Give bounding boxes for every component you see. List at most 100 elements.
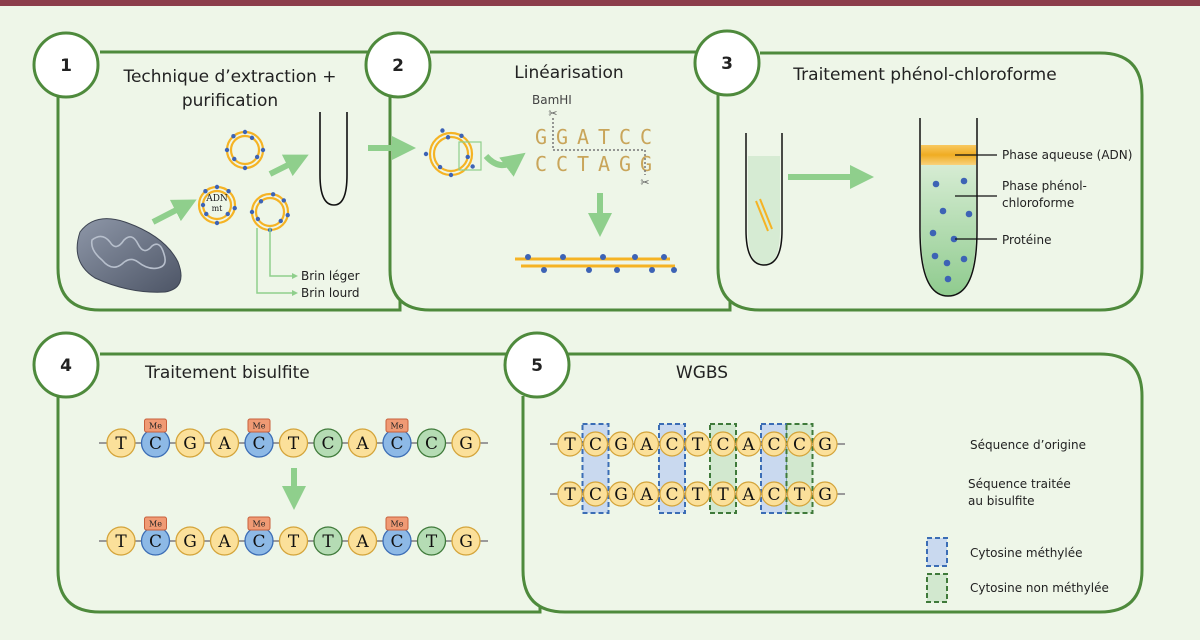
nucleotide-letter: T bbox=[692, 485, 704, 505]
phenol-phase-label-line-1: Phase phénol- bbox=[1002, 179, 1087, 193]
svg-text:Me: Me bbox=[391, 422, 404, 431]
dna-dot bbox=[285, 212, 290, 218]
panel-4-title: Traitement bisulfite bbox=[144, 363, 310, 383]
protein-dot bbox=[931, 252, 939, 260]
methyl-tag: Me bbox=[247, 516, 271, 531]
svg-text:Me: Me bbox=[149, 520, 162, 529]
protein-label: Protéine bbox=[1002, 233, 1051, 247]
separated-tube-icon bbox=[919, 118, 978, 297]
step-badge-2: 2 bbox=[364, 31, 432, 99]
bamhi-top-base: T bbox=[598, 125, 610, 149]
nucleotide: T bbox=[557, 481, 583, 507]
dna-dot bbox=[255, 216, 261, 222]
nucleotide-letter: A bbox=[217, 434, 231, 454]
panel-5 bbox=[521, 352, 1144, 614]
nucleotide: G bbox=[175, 526, 205, 556]
linearized-dna bbox=[515, 254, 677, 273]
dna-dot bbox=[586, 267, 592, 273]
enzyme-label: BamHI bbox=[532, 93, 572, 107]
panel-3-title: Traitement phénol-chloroforme bbox=[792, 65, 1056, 85]
step-number-4: 4 bbox=[60, 356, 72, 376]
nucleotide-letter: G bbox=[818, 485, 832, 505]
panel-2-title: Linéarisation bbox=[514, 63, 623, 83]
nucleotide: G bbox=[608, 481, 634, 507]
nucleotide-letter: T bbox=[794, 485, 806, 505]
dna-dot bbox=[232, 205, 237, 211]
nucleotide-letter: C bbox=[390, 434, 403, 454]
nucleotide-letter: G bbox=[818, 435, 832, 455]
dna-dot bbox=[260, 147, 266, 153]
nucleotide-letter: T bbox=[322, 532, 334, 552]
dna-dot bbox=[649, 267, 655, 273]
dna-dot bbox=[258, 199, 264, 204]
treated-sequence-label-line-1: Séquence traitée bbox=[968, 477, 1071, 491]
nucleotide-letter: C bbox=[589, 435, 602, 455]
dna-dot bbox=[600, 254, 606, 260]
aqueous-phase bbox=[921, 145, 976, 165]
nucleotide-letter: G bbox=[183, 434, 197, 454]
mtdna-label-line-1: ADN bbox=[205, 194, 228, 204]
scissors-icon: ✂ bbox=[548, 107, 557, 120]
nucleotide-letter: A bbox=[639, 435, 653, 455]
nucleotide-letter: G bbox=[459, 434, 473, 454]
nucleotide-letter: A bbox=[639, 485, 653, 505]
nucleotide: T bbox=[710, 481, 736, 507]
protein-dot bbox=[939, 207, 947, 215]
dna-dot bbox=[249, 209, 255, 215]
nucleotide: T bbox=[278, 526, 309, 556]
legend-swatch-methylated bbox=[926, 537, 948, 567]
nucleotide: CMe bbox=[140, 418, 171, 458]
dna-dot bbox=[525, 254, 531, 260]
dna-dot bbox=[440, 128, 445, 133]
nucleotide-letter: C bbox=[252, 434, 265, 454]
bamhi-bottom-base: G bbox=[619, 152, 631, 176]
svg-text:Me: Me bbox=[391, 520, 404, 529]
protein-dot bbox=[944, 275, 952, 283]
nucleotide-letter: T bbox=[115, 532, 127, 552]
dna-dot bbox=[470, 164, 475, 169]
dna-dot bbox=[614, 267, 620, 273]
nucleotide: CMe bbox=[140, 516, 171, 556]
nucleotide-letter: G bbox=[459, 532, 473, 552]
dna-dot bbox=[270, 192, 276, 197]
curved-arrow-to-sequence bbox=[483, 152, 526, 177]
nucleotide: C bbox=[582, 431, 609, 457]
nucleotide: C Me bbox=[382, 418, 412, 458]
methyl-tag: Me bbox=[385, 516, 409, 531]
nucleotide: G bbox=[812, 431, 838, 457]
nucleotide: C bbox=[659, 431, 685, 457]
nucleotide-letter: G bbox=[614, 485, 628, 505]
initial-tube-icon bbox=[745, 133, 783, 266]
zoom-region-box bbox=[458, 141, 482, 171]
bamhi-bottom-base: C bbox=[535, 152, 547, 176]
panel-1-title-line-2: purification bbox=[182, 91, 278, 111]
mtdna-circle bbox=[197, 184, 237, 226]
nucleotide-letter: C bbox=[252, 532, 265, 552]
heavy-strand-label: Brin lourd bbox=[301, 286, 360, 300]
step-number-5: 5 bbox=[531, 356, 543, 376]
original-sequence-label: Séquence d’origine bbox=[970, 438, 1086, 452]
nucleotide: C bbox=[710, 431, 736, 457]
nucleotide-letter: C bbox=[665, 435, 678, 455]
step-badge-3: 3 bbox=[693, 29, 761, 97]
dna-dot bbox=[632, 254, 638, 260]
methyl-tag: Me bbox=[144, 516, 167, 531]
nucleotide-letter: T bbox=[288, 434, 300, 454]
nucleotide: C bbox=[313, 428, 343, 458]
nucleotide-letter: C bbox=[767, 485, 780, 505]
nucleotide-letter: T bbox=[692, 435, 704, 455]
legend-label-unmethylated: Cytosine non méthylée bbox=[970, 581, 1109, 595]
methyl-tag: Me bbox=[385, 418, 409, 433]
nucleotide: C bbox=[582, 481, 609, 507]
nucleotide-letter: T bbox=[288, 532, 300, 552]
dna-dot bbox=[224, 147, 230, 153]
nucleotide: C bbox=[761, 431, 787, 457]
nucleotide: G bbox=[175, 428, 205, 458]
step-number-3: 3 bbox=[721, 54, 733, 74]
nucleotide: C Me bbox=[244, 516, 274, 556]
svg-text:Me: Me bbox=[253, 520, 266, 529]
